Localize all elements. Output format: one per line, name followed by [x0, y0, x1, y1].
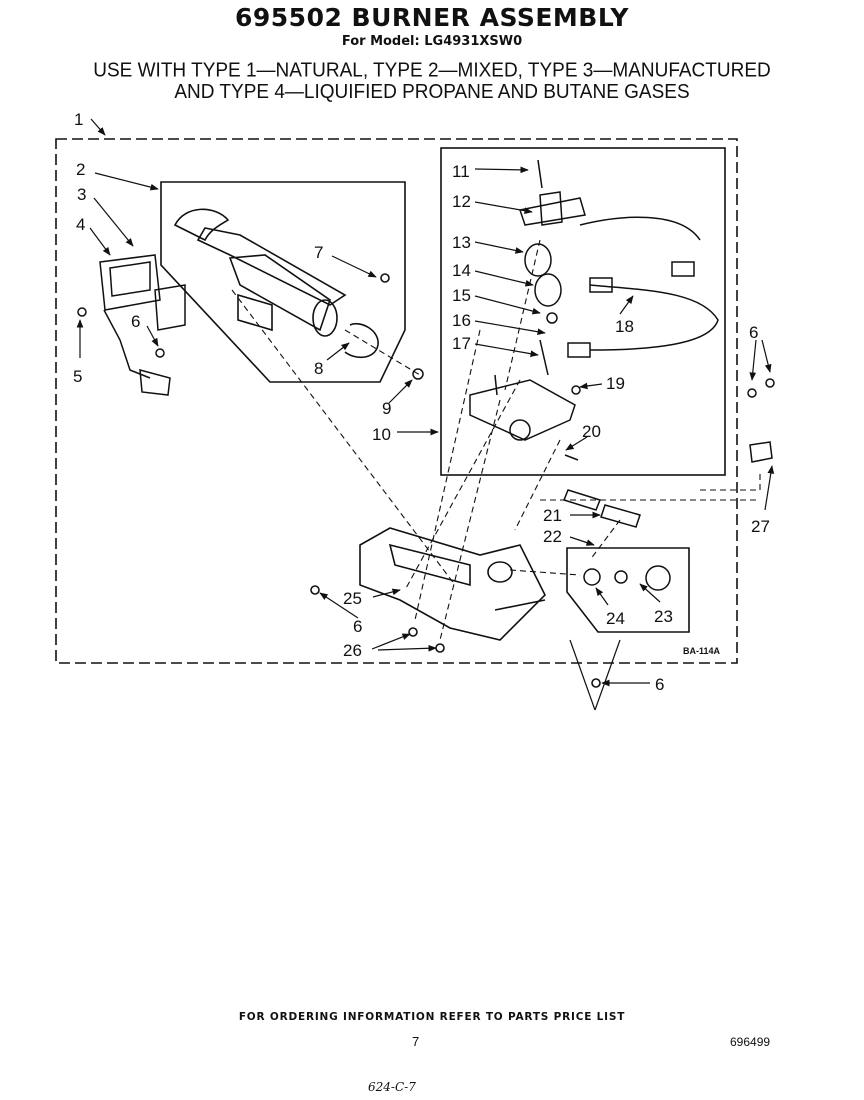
callout-1: 1	[74, 110, 83, 129]
callout-25: 25	[343, 589, 362, 608]
callout-12: 12	[452, 192, 471, 211]
callout-3: 3	[77, 185, 86, 204]
callout-18: 18	[615, 317, 634, 336]
gas-type-note-line-2: AND TYPE 4—LIQUIFIED PROPANE AND BUTANE …	[174, 81, 690, 104]
callout-6d: 6	[655, 675, 664, 694]
gas-type-note-line-1: USE WITH TYPE 1—NATURAL, TYPE 2—MIXED, T…	[93, 59, 771, 82]
assembly-boundary	[55, 138, 738, 664]
callout-22: 22	[543, 527, 562, 546]
valve-coil-group-box	[440, 147, 726, 476]
callout-labels: 1 2 3 4 5 6 7 8 9 10 11 12 13 14 15 16 1…	[73, 110, 770, 694]
callout-6: 6	[131, 312, 140, 331]
callout-21: 21	[543, 506, 562, 525]
callout-6c: 6	[353, 617, 362, 636]
callout-4: 4	[76, 215, 85, 234]
callout-20: 20	[582, 422, 601, 441]
callout-17: 17	[452, 334, 471, 353]
callout-15: 15	[452, 286, 471, 305]
callout-6b: 6	[749, 323, 758, 342]
callout-23: 23	[654, 607, 673, 626]
callout-5: 5	[73, 367, 82, 386]
callout-26: 26	[343, 641, 362, 660]
document-number: 696499	[730, 1035, 771, 1049]
handwritten-note: 624-C-7	[368, 1080, 416, 1094]
page-number: 7	[412, 1034, 420, 1049]
page-title: 695502 BURNER ASSEMBLY	[234, 3, 630, 32]
igniter-hardware-group-box	[566, 547, 690, 633]
callout-13: 13	[452, 233, 471, 252]
callout-19: 19	[606, 374, 625, 393]
model-subtitle: For Model: LG4931XSW0	[341, 34, 523, 49]
burner-tube-group-outline	[160, 181, 406, 383]
callout-8: 8	[314, 359, 323, 378]
ordering-note: FOR ORDERING INFORMATION REFER TO PARTS …	[238, 1011, 626, 1023]
callout-27: 27	[751, 517, 770, 536]
callout-24: 24	[606, 609, 625, 628]
callout-10: 10	[372, 425, 391, 444]
callout-9: 9	[382, 399, 391, 418]
callout-7: 7	[314, 243, 323, 262]
figure-code: BA-114A	[683, 646, 721, 656]
callout-16: 16	[452, 311, 471, 330]
callout-14: 14	[452, 261, 471, 280]
callout-11: 11	[452, 162, 470, 181]
callout-2: 2	[76, 160, 85, 179]
